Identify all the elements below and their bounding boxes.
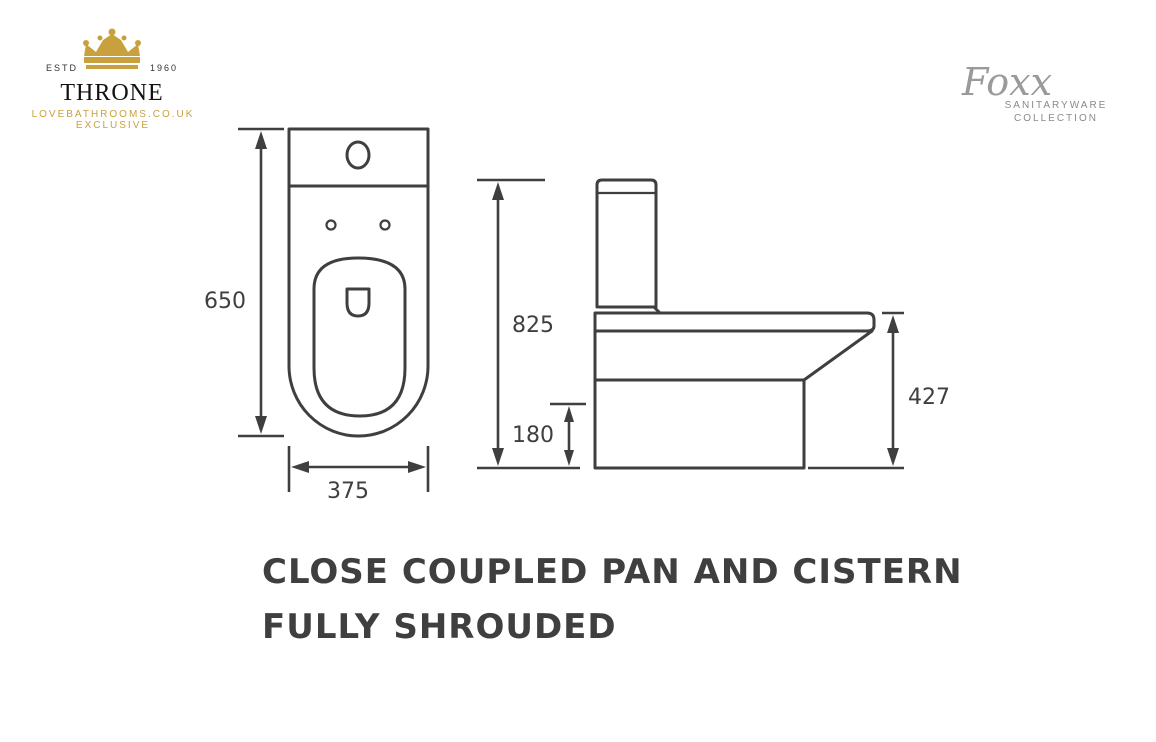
seat-side [593,311,876,333]
dimension-825: 825 [477,178,580,470]
cistern-side [595,178,658,309]
foxx-script-name: Foxx [961,60,1052,104]
side-view [593,178,876,470]
crown-icon [83,28,141,69]
foxx-line2: COLLECTION [1014,113,1098,124]
bowl-outlet [345,287,371,318]
fixing-hole-left [325,219,337,231]
throne-website: LOVEBATHROOMS.CO.UK [32,109,195,120]
estd-label: ESTD [46,63,78,73]
foxx-logo: Foxx SANITARYWARE COLLECTION [961,60,1108,124]
dim-label-650: 650 [204,289,246,314]
throne-logo: ESTD 1960 THRONE LOVEBATHROOMS.CO.UK EXC… [32,28,195,131]
estd-year: 1960 [150,63,178,73]
foxx-line1: SANITARYWARE [1005,100,1108,111]
product-title-line1: CLOSE COUPLED PAN AND CISTERN [262,552,963,592]
throne-tagline: EXCLUSIVE [76,120,150,131]
dimension-180: 180 [512,402,586,466]
dimension-650: 650 [204,127,284,438]
dim-label-427: 427 [908,385,950,410]
cistern-base [597,305,662,315]
plan-view [287,127,430,438]
cistern-top [287,127,430,188]
dimension-427: 427 [808,311,950,470]
toilet-seat [312,256,407,418]
dimension-375: 375 [287,446,430,504]
product-title-line2: FULLY SHROUDED [262,607,617,647]
pan-outline [287,184,430,438]
flush-button [345,140,371,170]
throne-name: THRONE [60,80,163,106]
fixing-hole-right [379,219,391,231]
dim-label-375: 375 [327,479,369,504]
pan-side [593,329,874,470]
dim-label-180: 180 [512,423,554,448]
dim-label-825: 825 [512,313,554,338]
